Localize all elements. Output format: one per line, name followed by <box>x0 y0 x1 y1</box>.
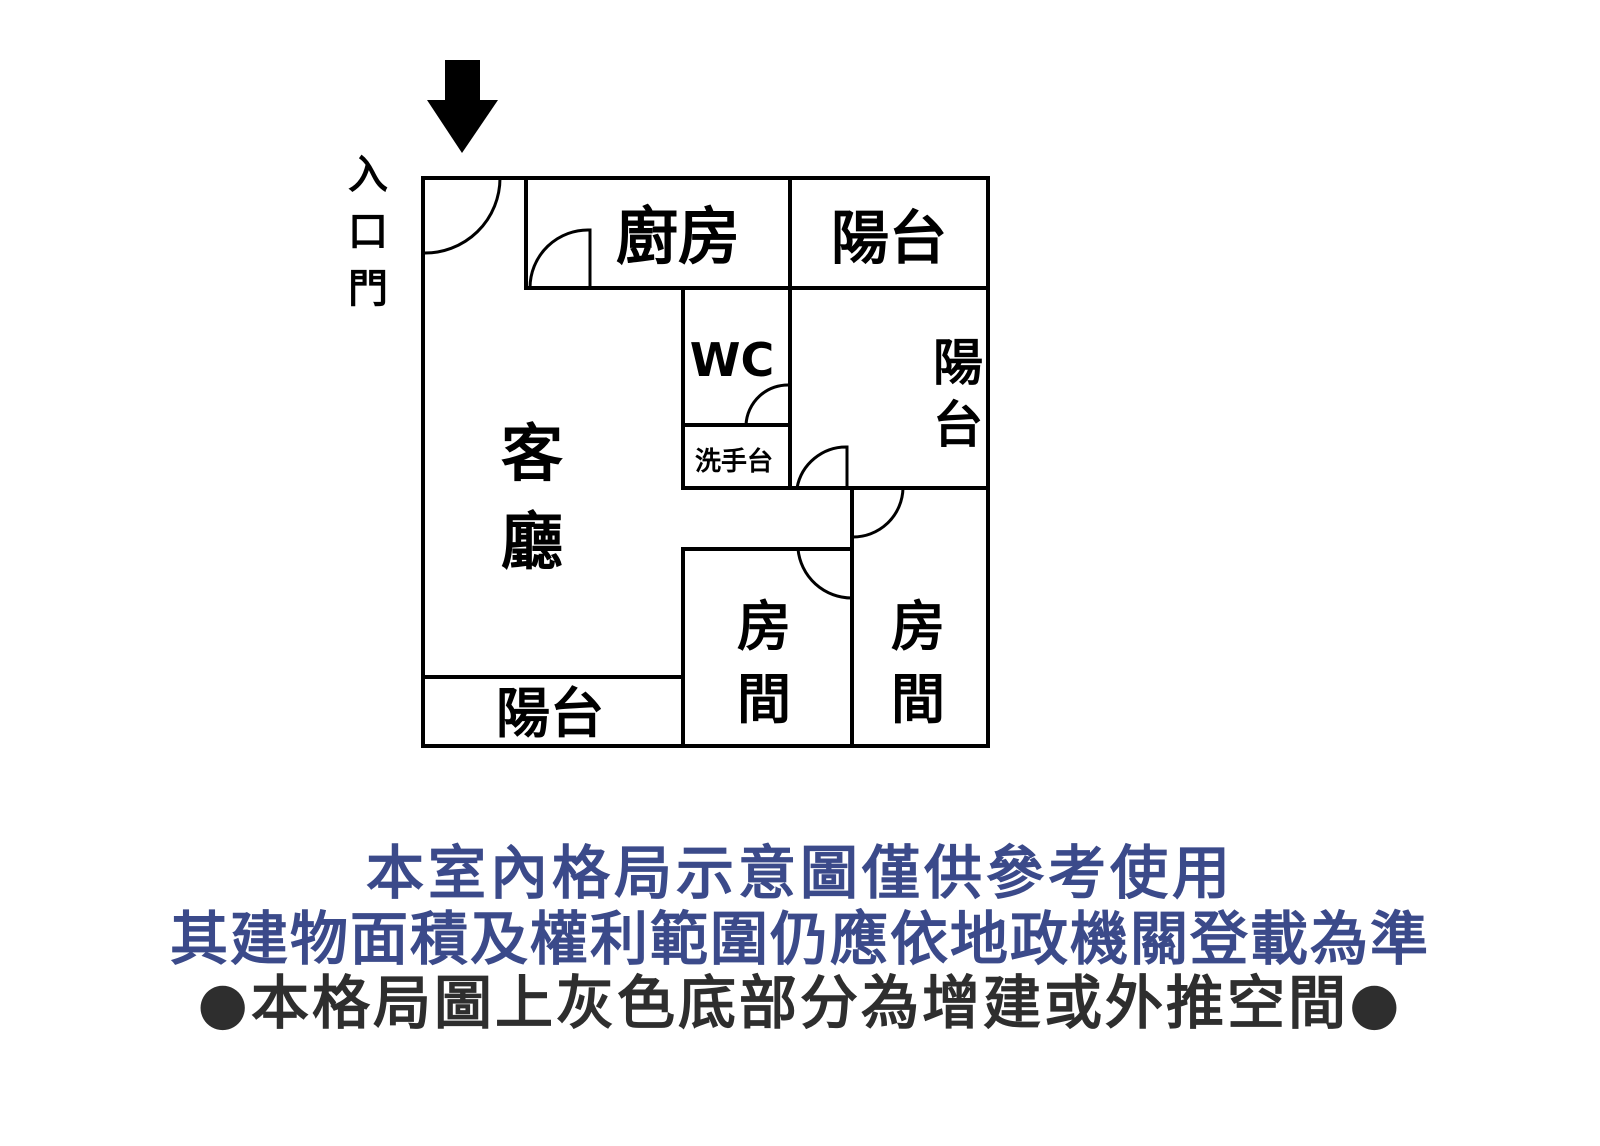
disclaimer-line-3: ●本格局圖上灰色底部分為增建或外推空間● <box>197 969 1403 1037</box>
balcony-top-label: 陽台 <box>831 204 947 272</box>
entrance-label-1: 入 <box>348 152 388 198</box>
room-right-label-1: 房 <box>891 595 945 658</box>
disclaimer-line-1: 本室內格局示意圖僅供參考使用 <box>365 839 1234 907</box>
entrance-label-2: 口 <box>348 209 388 255</box>
entrance-label-3: 門 <box>348 266 388 312</box>
disclaimer-line-2: 其建物面積及權利範圍仍應依地政機關登載為準 <box>169 905 1430 973</box>
balcony-right-label-2: 台 <box>933 396 983 454</box>
entrance-arrow-icon <box>427 60 498 153</box>
balcony-door-arc <box>795 445 849 489</box>
walls <box>421 176 990 748</box>
kitchen-label: 廚房 <box>616 200 740 273</box>
room-middle-label-2: 間 <box>737 668 791 731</box>
wc-door-arc <box>744 383 791 426</box>
room-right-door-arc <box>851 487 905 539</box>
outer-wall <box>421 176 990 748</box>
room-middle-wall <box>681 547 852 746</box>
room-middle-door-arc <box>796 548 853 600</box>
balcony-right-label-1: 陽 <box>933 334 983 392</box>
living-room-label-2: 廳 <box>501 505 563 578</box>
room-right-label-2: 間 <box>891 668 945 731</box>
wc-label: WC <box>690 333 775 387</box>
balcony-bottom-label: 陽台 <box>496 682 604 745</box>
kitchen-door-arc <box>528 228 592 289</box>
entrance-door-arc <box>422 177 502 255</box>
living-room-label-1: 客 <box>501 417 563 490</box>
kitchen-wall <box>524 178 790 290</box>
doors <box>422 177 905 600</box>
room-middle-label-1: 房 <box>737 595 791 658</box>
washbasin-label: 洗手台 <box>695 446 773 477</box>
